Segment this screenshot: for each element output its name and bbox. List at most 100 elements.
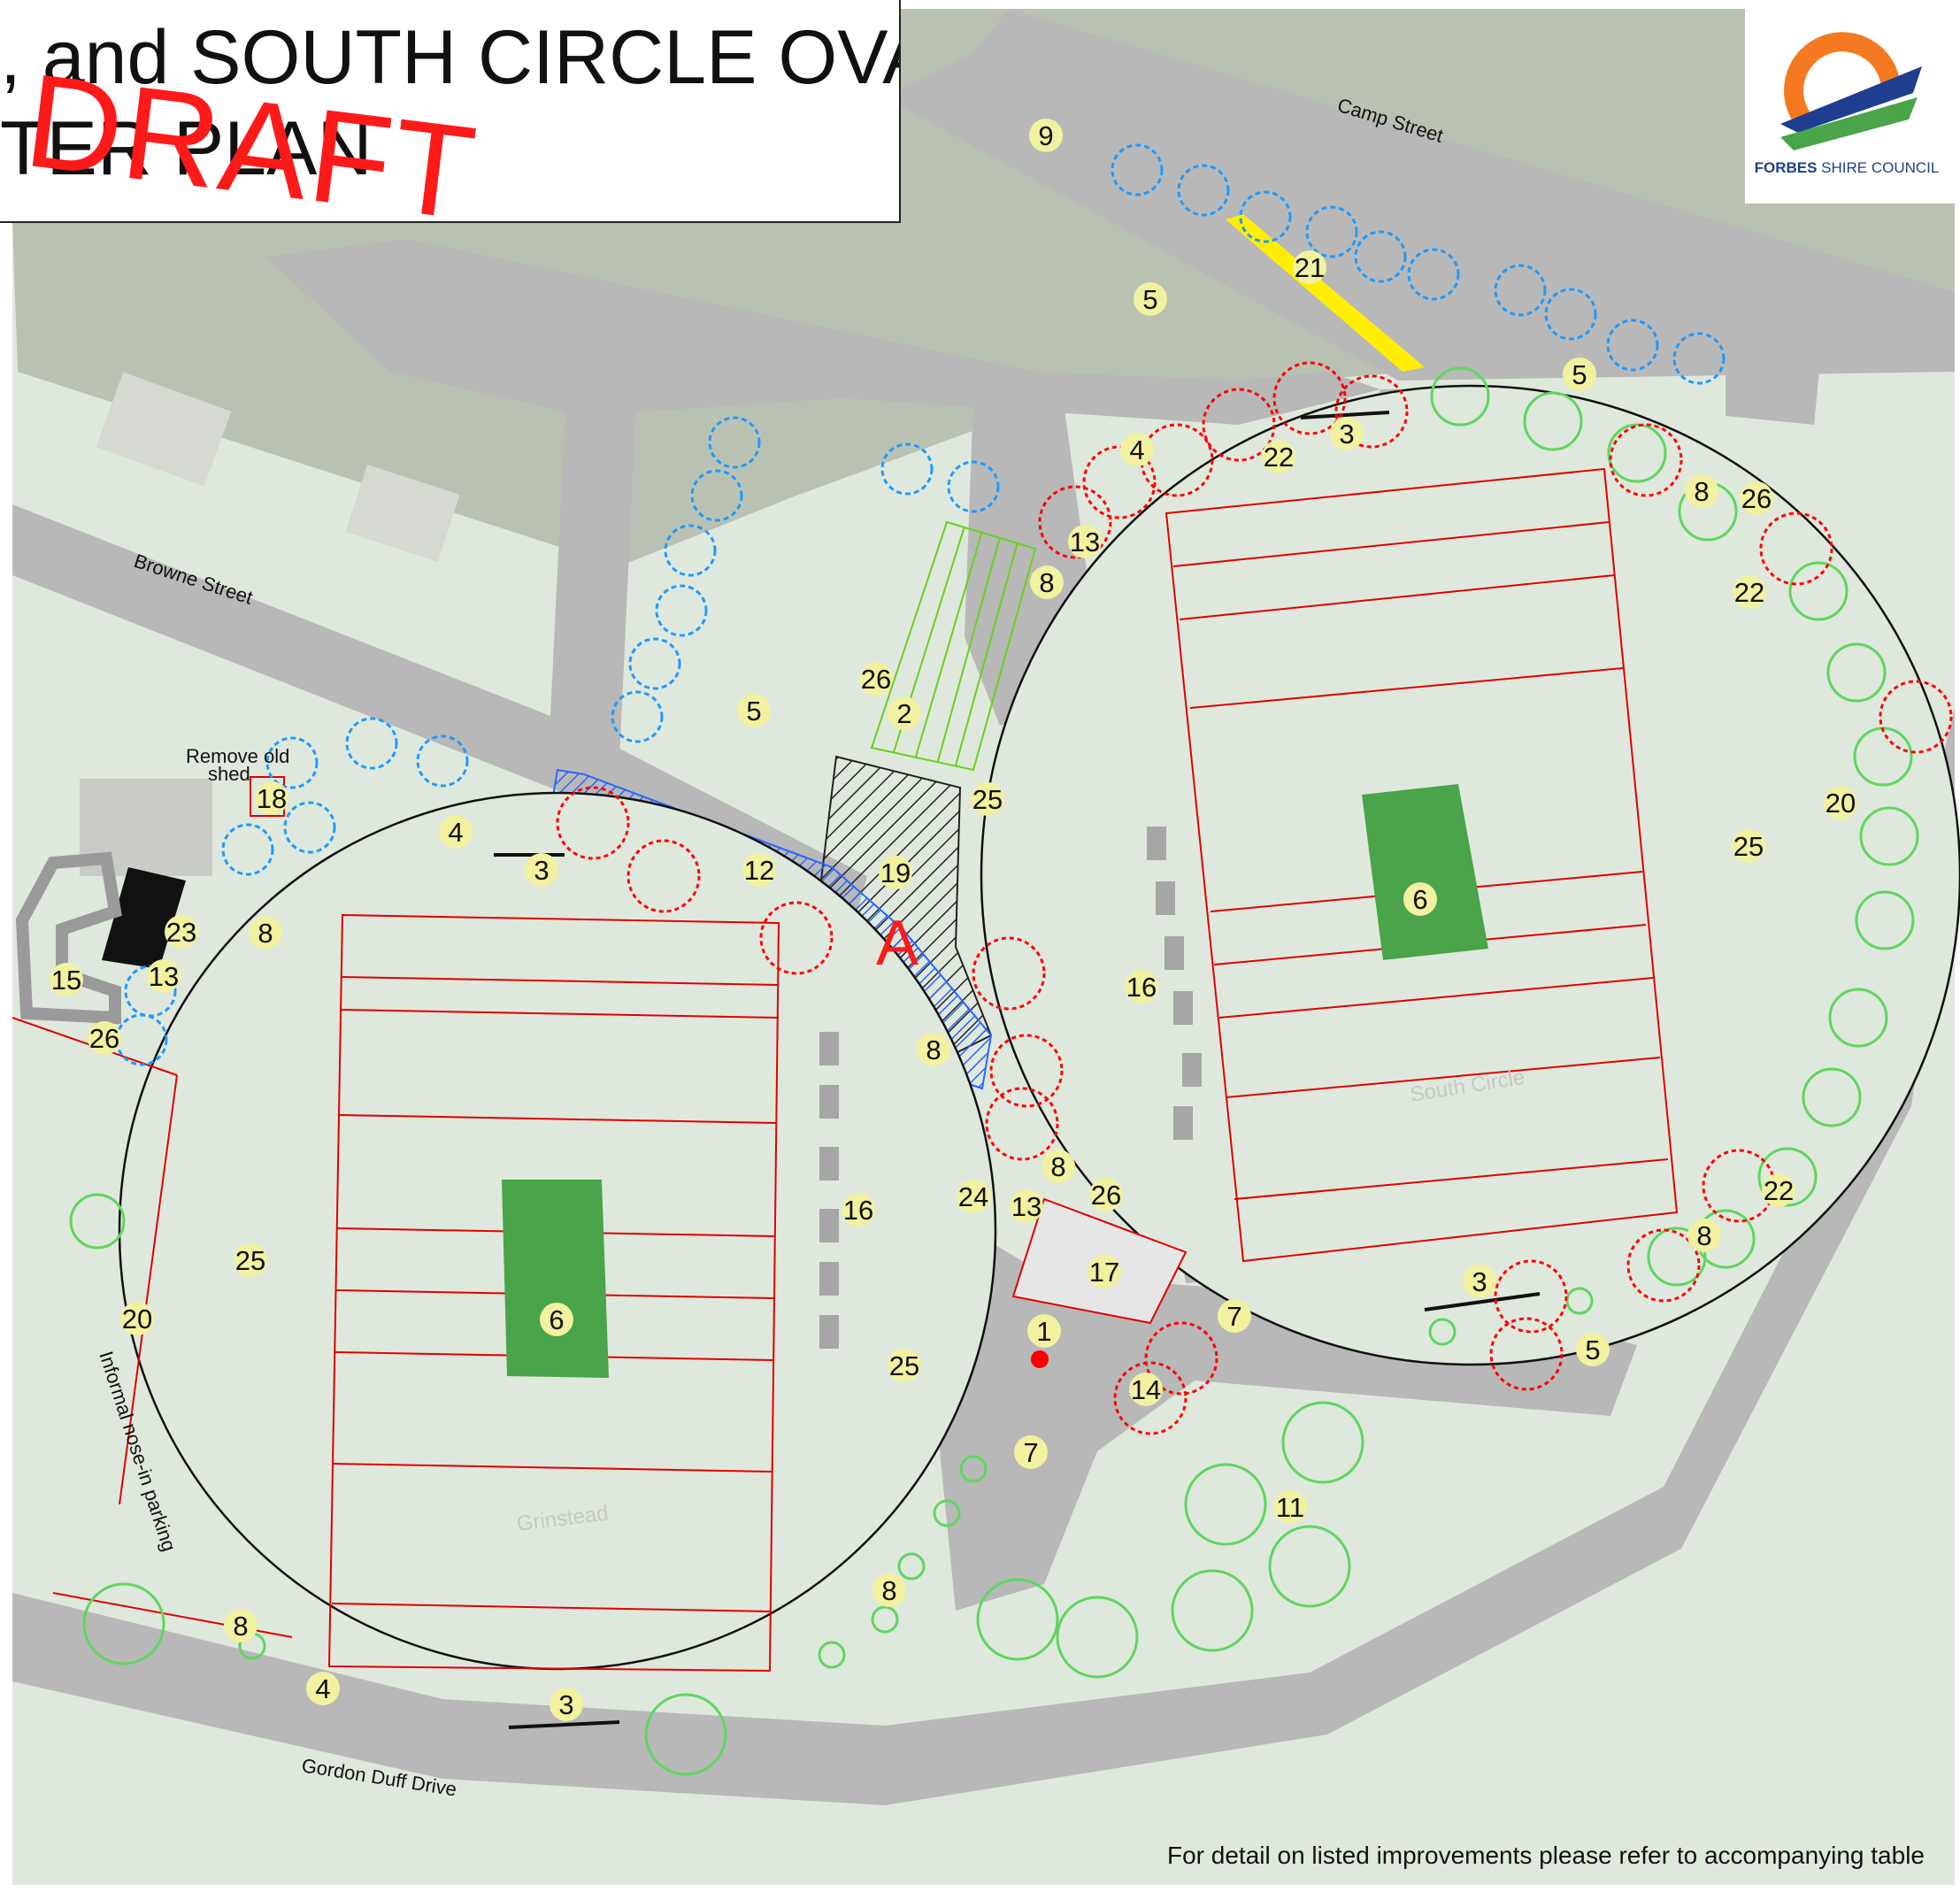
marker-circle (120, 1302, 154, 1335)
marker-24-1: 24 (957, 1180, 990, 1213)
marker-label: 14 (1131, 1374, 1161, 1405)
marker-circle (540, 1303, 573, 1336)
marker-4-1: 4 (439, 815, 473, 849)
marker-circle (1129, 1373, 1163, 1406)
title-line-1: , and SOUTH CIRCLE OVAL (0, 15, 901, 100)
marker-label: 3 (1472, 1266, 1487, 1297)
marker-25-2: 25 (1732, 829, 1765, 863)
marker-circle (1463, 1265, 1496, 1298)
marker-circle (147, 959, 181, 993)
marker-17-1: 17 (1088, 1255, 1121, 1288)
marker-label: 25 (1733, 831, 1764, 862)
marker-circle (1041, 1150, 1075, 1183)
marker-8-8: 8 (224, 1609, 257, 1642)
marker-label: 21 (1295, 252, 1325, 283)
marker-label: 3 (534, 855, 549, 886)
marker-circle (971, 782, 1004, 816)
marker-13-3: 13 (1010, 1189, 1043, 1223)
marker-label: 13 (1070, 527, 1100, 558)
marker-circle (1740, 481, 1773, 515)
marker-label: 26 (89, 1023, 119, 1054)
marker-circle (879, 856, 912, 889)
marker-label: 8 (881, 1575, 896, 1606)
footer-note: For detail on listed improvements please… (1167, 1842, 1925, 1869)
marker-circle (1218, 1299, 1251, 1333)
south-circle-pitch (1362, 784, 1488, 960)
marker-label: 18 (257, 783, 287, 814)
marker-circle (917, 1033, 950, 1066)
red-point (1031, 1350, 1049, 1368)
marker-label: 8 (1039, 567, 1054, 598)
marker-20-2: 20 (120, 1302, 154, 1335)
marker-label: 19 (880, 858, 911, 888)
marker-circle (742, 853, 776, 887)
bars-3 (494, 411, 1541, 1729)
marker-label: 17 (1089, 1257, 1119, 1288)
marker-label: 26 (1741, 483, 1772, 514)
marker-5-1: 5 (1134, 282, 1167, 316)
marker-26-2: 26 (1740, 481, 1773, 515)
marker-circle (1120, 433, 1154, 466)
marker-circle (525, 853, 558, 887)
building-23 (102, 867, 186, 969)
marker-4-3: 4 (306, 1672, 340, 1705)
marker-6-1: 6 (1403, 882, 1437, 916)
marker-5-2: 5 (737, 694, 771, 727)
marker-circle (1563, 358, 1596, 391)
marker-circle (88, 1021, 121, 1055)
marker-circle (1088, 1255, 1121, 1288)
marker-25-4: 25 (888, 1349, 921, 1382)
yellow-path-21 (1226, 214, 1425, 372)
marker-8-3: 8 (249, 916, 282, 950)
marker-8-4: 8 (917, 1033, 950, 1066)
note-remove-shed-line-2: shed (208, 763, 250, 785)
marker-16-2: 16 (842, 1193, 875, 1227)
marker-circle (1403, 882, 1437, 916)
marker-label: 1 (1036, 1316, 1051, 1347)
grinstead-field-lines (327, 913, 780, 1673)
marker-5-3: 5 (1563, 358, 1596, 391)
marker-circle (1293, 250, 1326, 284)
marker-3-3: 3 (1463, 1265, 1496, 1298)
marker-label: 13 (1011, 1191, 1041, 1222)
marker-circle (1687, 1219, 1721, 1252)
marker-circle (1733, 575, 1766, 609)
marker-label: 8 (257, 918, 273, 949)
marker-1-1: 1 (1027, 1314, 1061, 1348)
marker-label: 26 (861, 664, 891, 695)
marker-circle (234, 1243, 267, 1277)
marker-8-6: 8 (1687, 1219, 1721, 1252)
marker-26-4: 26 (1089, 1178, 1123, 1211)
marker-circle (224, 1609, 257, 1642)
marker-label: 16 (843, 1195, 873, 1226)
marker-label: 2 (896, 698, 911, 729)
existing-trees (69, 366, 1919, 1776)
marker-19-1: 19 (879, 856, 912, 889)
road-network (12, 9, 1955, 1805)
marker-label: 26 (1091, 1180, 1121, 1211)
marker-circle (1732, 829, 1765, 863)
marker-circle (1014, 1435, 1048, 1469)
marker-3-4: 3 (1330, 417, 1364, 450)
marker-label: 3 (1339, 419, 1354, 450)
marker-label: 5 (1142, 284, 1157, 315)
marker-label: 24 (958, 1181, 988, 1212)
marker-18-1: 18 (255, 781, 288, 815)
marker-label: 25 (972, 784, 1003, 815)
marker-circle (957, 1180, 990, 1213)
marker-label: 6 (1412, 884, 1427, 915)
marker-circle (1027, 1314, 1061, 1348)
marker-14-1: 14 (1129, 1373, 1163, 1406)
marker-13-2: 13 (147, 959, 181, 993)
marker-circle (1010, 1189, 1043, 1223)
marker-circle (255, 781, 288, 815)
marker-circle (888, 1349, 921, 1382)
south-circle-field-lines (1164, 467, 1679, 1263)
house (345, 464, 460, 563)
marker-circle (1330, 417, 1364, 450)
marker-circle (1068, 525, 1102, 558)
marker-circle (1030, 565, 1064, 599)
grinstead-pitch (502, 1180, 609, 1378)
marker-11-1: 11 (1273, 1490, 1307, 1524)
